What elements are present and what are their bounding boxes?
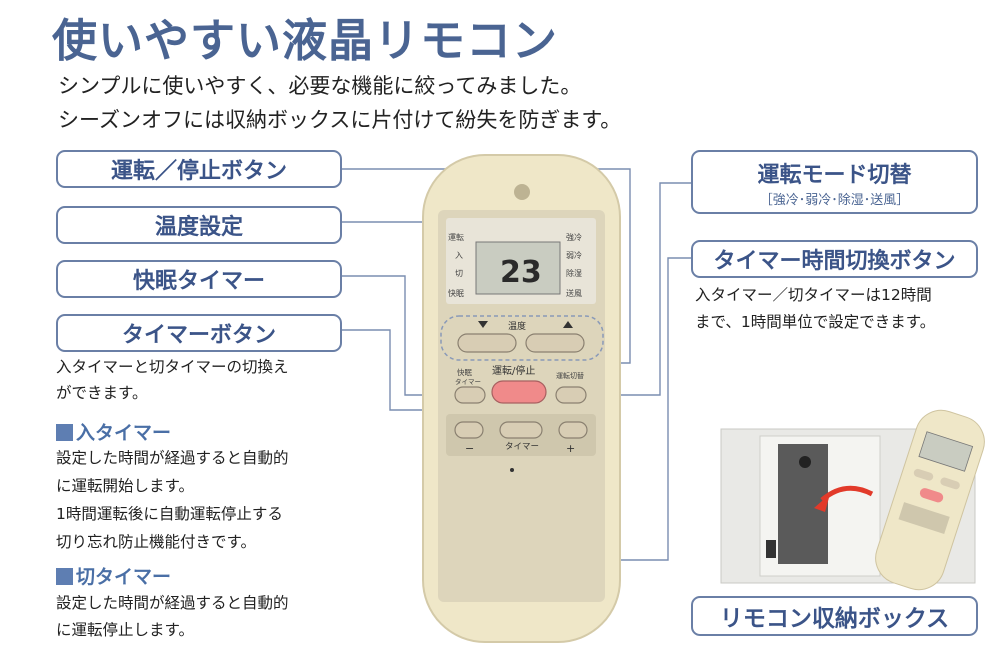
mode-label: 運転切替 [556, 371, 584, 380]
storage-remote [875, 409, 985, 591]
lcd-right-label-2: 弱冷 [566, 250, 582, 260]
intro-line-2: シーズンオフには収納ボックスに片付けて紛失を防ぎます。 [58, 108, 622, 132]
lcd-temperature: 23 [500, 255, 542, 290]
temperature-callout: 温度設定 [56, 206, 342, 244]
off-timer-heading: 切タイマー [56, 562, 171, 589]
mode-switch-modes: ［強冷･弱冷･除湿･送風］ [759, 192, 910, 208]
temp-up-icon [563, 321, 573, 328]
temp-down-button[interactable] [457, 333, 517, 353]
timer-minus-label: − [465, 442, 474, 455]
temp-label: 温度 [508, 320, 526, 332]
ir-emitter [514, 184, 530, 200]
timer-plus-button[interactable] [558, 421, 588, 439]
timer-desc-line-1: 入タイマーと切タイマーの切換え [56, 358, 289, 376]
off-timer-line-1: 設定した時間が経過すると自動的 [56, 594, 289, 612]
mode-switch-callout: 運転モード切替 ［強冷･弱冷･除湿･送風］ [691, 150, 978, 214]
power-label: 運転/停止 [492, 364, 535, 377]
timer-label: タイマー [505, 442, 539, 452]
lcd-left-label-3: 切 [455, 269, 463, 278]
sleep-timer-callout: 快眠タイマー [56, 260, 342, 298]
sleep-timer-label: 快眠 [457, 367, 472, 377]
timer-button[interactable] [499, 421, 543, 439]
intro-line-1: シンプルに使いやすく、必要な機能に絞ってみました。 [58, 74, 582, 98]
on-timer-line-4: 切り忘れ防止機能付きです。 [56, 533, 256, 551]
storage-hole [799, 456, 811, 468]
on-timer-line-2: に運転開始します。 [56, 477, 194, 495]
sleep-timer-sublabel: タイマー [455, 377, 481, 386]
lcd-screen [475, 241, 561, 295]
off-timer-line-2: に運転停止します。 [56, 621, 194, 639]
power-button[interactable] [491, 380, 547, 404]
on-timer-line-3: 1時間運転後に自動運転停止する [56, 505, 283, 523]
storage-switch [766, 540, 776, 558]
on-timer-heading: 入タイマー [56, 418, 171, 445]
reset-hole [510, 468, 514, 472]
timer-button-callout: タイマーボタン [56, 314, 342, 352]
on-timer-line-1: 設定した時間が経過すると自動的 [56, 449, 289, 467]
lcd-right-label-1: 強冷 [566, 232, 582, 242]
storage-box-callout: リモコン収納ボックス [691, 596, 978, 636]
timer-desc-line-2: ができます。 [56, 384, 148, 402]
timer-plus-label: + [566, 442, 575, 455]
remote-face [438, 210, 605, 602]
mode-button[interactable] [555, 386, 587, 404]
timer-minus-button[interactable] [454, 421, 484, 439]
temp-up-button[interactable] [525, 333, 585, 353]
arrow-head-icon [814, 494, 830, 512]
page-title: 使いやすい液晶リモコン [52, 14, 559, 67]
square-bullet-icon [56, 424, 73, 441]
lcd-left-label-2: 入 [455, 251, 463, 260]
timer-change-callout: タイマー時間切換ボタン [691, 240, 978, 278]
lcd-left-label-4: 快眠 [448, 288, 464, 298]
timer-change-line-1: 入タイマー／切タイマーは12時間 [695, 286, 932, 304]
temp-group-outline [440, 315, 604, 361]
timer-change-line-2: まで、1時間単位で設定できます。 [695, 313, 936, 331]
lcd-right-label-3: 除湿 [566, 268, 582, 278]
sleep-timer-button[interactable] [454, 386, 486, 404]
mode-switch-title: 運転モード切替 [757, 162, 912, 188]
square-bullet-icon [56, 568, 73, 585]
power-stop-callout: 運転／停止ボタン [56, 150, 342, 188]
lcd-left-label-1: 運転 [448, 233, 464, 242]
lcd-right-label-4: 送風 [566, 288, 582, 298]
insert-arrow-icon [820, 485, 874, 502]
temp-down-icon [478, 321, 488, 328]
